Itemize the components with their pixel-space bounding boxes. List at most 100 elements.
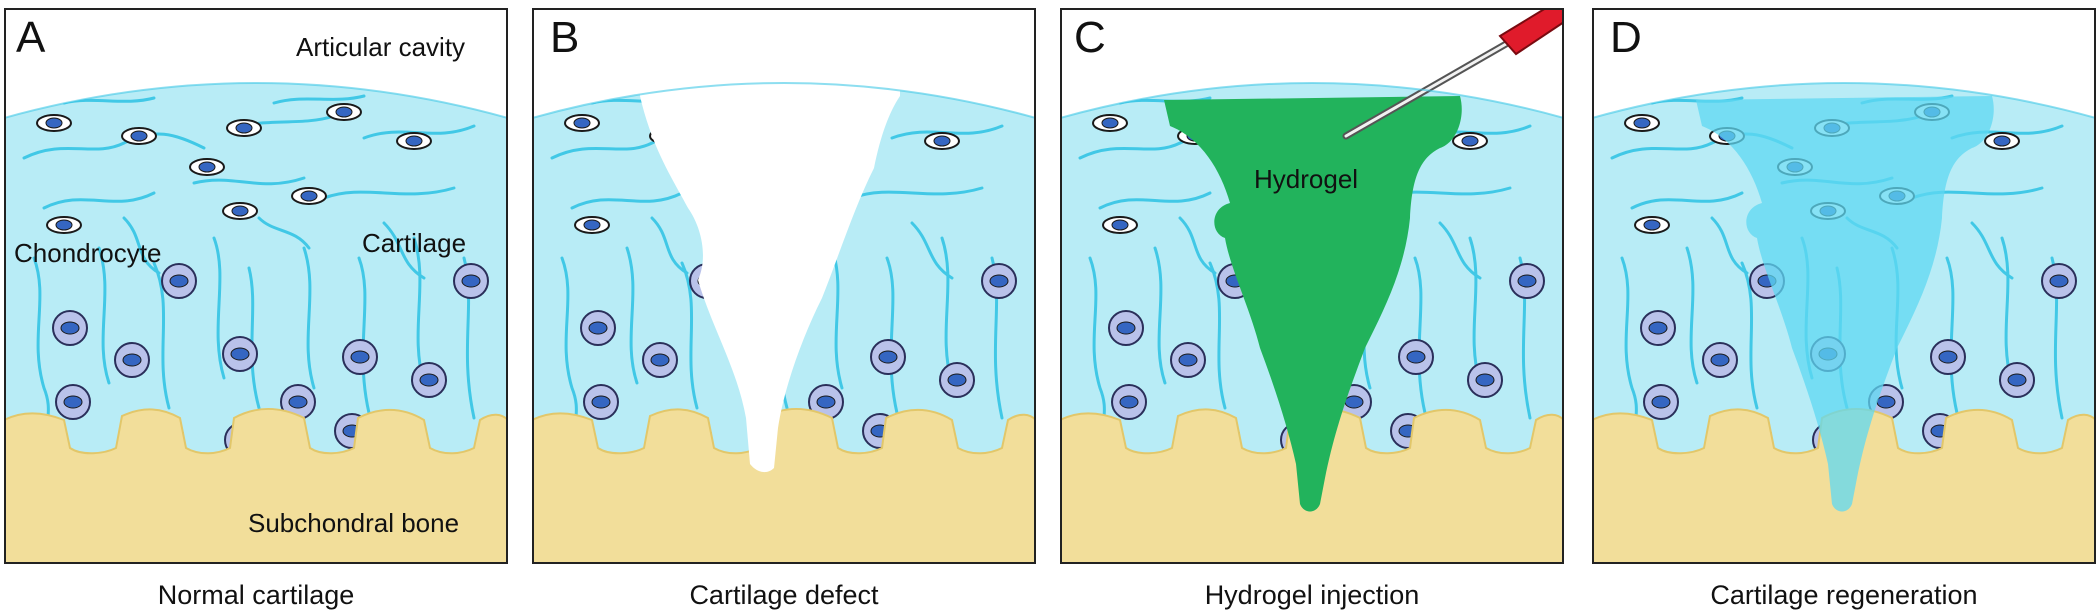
chondrocyte-nucleus xyxy=(235,122,253,134)
chondrocyte-nucleus xyxy=(1116,321,1136,335)
chondrocyte-nucleus xyxy=(130,130,148,142)
label-articular-cavity: Articular cavity xyxy=(296,32,466,62)
collagen-fiber xyxy=(625,246,639,385)
chondrocyte-nucleus xyxy=(288,395,308,409)
collagen-fiber xyxy=(257,216,311,250)
chondrocyte-nucleus xyxy=(60,321,80,335)
chondrocyte-nucleus xyxy=(231,205,249,217)
chondrocyte-nucleus xyxy=(1643,219,1661,231)
regenerated-cartilage xyxy=(1696,96,1994,512)
articular-surface xyxy=(1592,82,2096,119)
chondrocyte-nucleus xyxy=(1633,117,1651,129)
panel-border xyxy=(4,8,508,564)
collagen-fiber xyxy=(1740,261,1759,410)
chondrocyte-nucleus xyxy=(1101,117,1119,129)
collagen-fiber xyxy=(357,256,371,415)
collagen-fiber xyxy=(97,246,111,385)
collagen-fiber xyxy=(1208,261,1227,410)
collagen-fiber xyxy=(42,191,156,210)
collagen-fiber xyxy=(570,191,684,210)
caption-d: Cartilage regeneration xyxy=(1710,580,1978,610)
chondrocyte-nucleus xyxy=(198,161,216,173)
chondrocyte-nucleus xyxy=(1648,321,1668,335)
collagen-fiber xyxy=(272,94,366,105)
chondrocyte-nucleus xyxy=(63,395,83,409)
collagen-fiber xyxy=(1413,256,1427,415)
panel-a-illustration xyxy=(4,8,508,564)
subchondral-bone xyxy=(532,408,1036,564)
panel-d-illustration xyxy=(1592,8,2096,564)
label-cartilage: Cartilage xyxy=(362,228,467,258)
collagen-fiber xyxy=(850,186,984,200)
collagen-fiber xyxy=(910,221,954,280)
chondrocyte-nucleus xyxy=(419,373,439,387)
collagen-fiber xyxy=(382,221,426,280)
articular-surface xyxy=(532,82,1036,119)
chondrocyte-nucleus xyxy=(588,321,608,335)
chondrocyte-nucleus xyxy=(1710,353,1730,367)
panel-c-letter: C xyxy=(1074,13,1106,62)
chondrocyte-nucleus xyxy=(335,106,353,118)
chondrocyte-nucleus xyxy=(1461,135,1479,147)
collagen-fiber xyxy=(650,216,689,275)
chondrocyte-nucleus xyxy=(2049,274,2069,288)
collagen-fiber xyxy=(212,236,226,380)
collagen-fiber xyxy=(1098,191,1212,210)
collagen-fiber xyxy=(192,176,306,186)
label-subchondral-bone: Subchondral bone xyxy=(248,508,460,538)
panel-b-letter: B xyxy=(550,13,580,62)
panel-border xyxy=(1060,8,1564,564)
collagen-fiber xyxy=(22,132,206,160)
chondrocyte-nucleus xyxy=(55,219,73,231)
collagen-fiber xyxy=(1178,216,1217,275)
label-chondrocyte: Chondrocyte xyxy=(14,238,162,268)
chondrocyte-nucleus xyxy=(1651,395,1671,409)
chondrocyte-nucleus xyxy=(461,274,481,288)
chondrocyte-nucleus xyxy=(1517,274,1537,288)
chondrocyte-nucleus xyxy=(933,135,951,147)
panel-c-illustration xyxy=(1060,8,1564,564)
panel-d-letter: D xyxy=(1610,13,1642,62)
chondrocyte-nucleus xyxy=(45,117,63,129)
subchondral-bone xyxy=(4,408,508,564)
chondrocyte-nucleus xyxy=(583,219,601,231)
collagen-fiber xyxy=(680,261,699,410)
chondrocyte-nucleus xyxy=(1406,350,1426,364)
collagen-fiber xyxy=(1630,191,1744,210)
chondrocyte-nucleus xyxy=(1876,395,1896,409)
collagen-fiber xyxy=(1685,246,1699,385)
cartilage-defect xyxy=(640,8,900,473)
chondrocyte-nucleus xyxy=(1111,219,1129,231)
collagen-fiber xyxy=(247,266,261,410)
collagen-fiber xyxy=(885,256,899,415)
caption-a: Normal cartilage xyxy=(157,580,355,610)
chondrocyte-nucleus xyxy=(989,274,1009,288)
collagen-fiber xyxy=(1153,246,1167,385)
chondrocyte-nucleus xyxy=(2007,373,2027,387)
chondrocyte-nucleus xyxy=(350,350,370,364)
chondrocyte-nucleus xyxy=(300,190,318,202)
syringe-handle xyxy=(1498,8,1564,56)
panel-b-illustration xyxy=(532,8,1036,564)
chondrocyte-nucleus xyxy=(405,135,423,147)
chondrocyte-nucleus xyxy=(1344,395,1364,409)
hydrogel-fill xyxy=(1164,96,1462,512)
chondrocyte-nucleus xyxy=(878,350,898,364)
collagen-fiber xyxy=(1970,221,2014,280)
collagen-fiber xyxy=(322,186,456,200)
chondrocyte-nucleus xyxy=(947,373,967,387)
collagen-fiber xyxy=(1710,216,1749,275)
chondrocyte-nucleus xyxy=(169,274,189,288)
chondrocyte-nucleus xyxy=(1178,353,1198,367)
chondrocyte-nucleus xyxy=(122,353,142,367)
chondrocyte-nucleus xyxy=(1993,135,2011,147)
caption-b: Cartilage defect xyxy=(689,580,879,610)
chondrocyte-nucleus xyxy=(230,347,250,361)
chondrocyte-nucleus xyxy=(591,395,611,409)
chondrocyte-nucleus xyxy=(1475,373,1495,387)
panel-border xyxy=(1592,8,2096,564)
articular-surface xyxy=(1060,82,1564,119)
panel-a-letter: A xyxy=(16,13,46,62)
tissue-layer xyxy=(4,83,508,564)
